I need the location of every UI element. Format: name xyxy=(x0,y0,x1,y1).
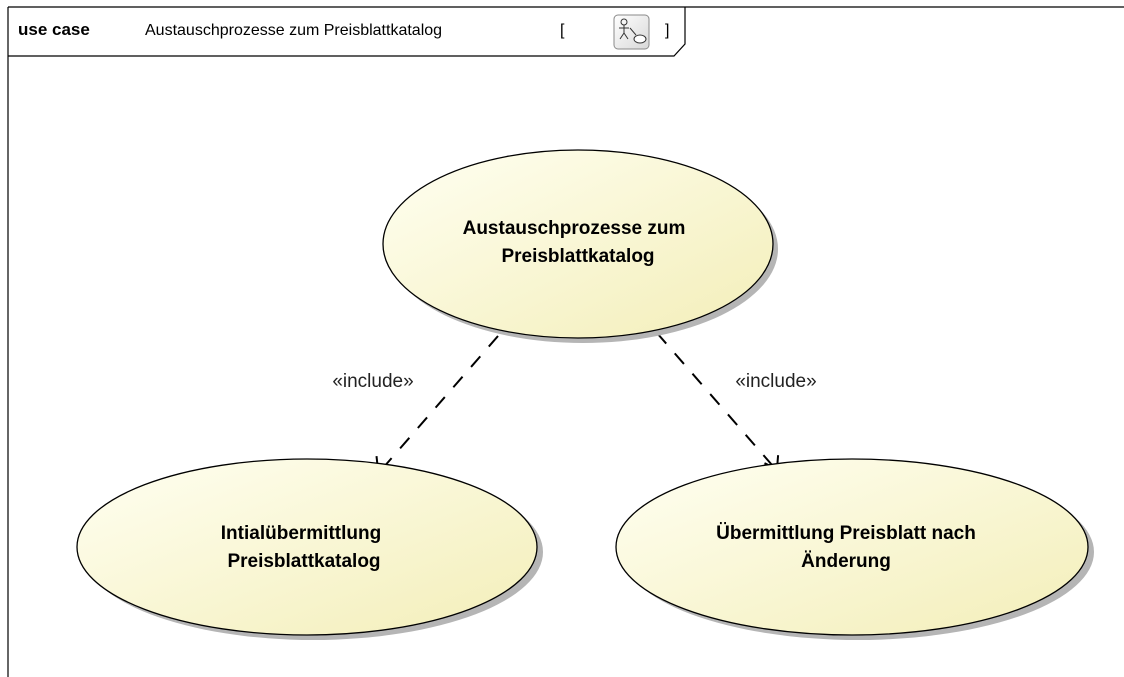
use-case-ellipse xyxy=(382,149,774,339)
use-case-label-line2: Preisblattkatalog xyxy=(227,551,380,572)
use-case-diagram-icon xyxy=(613,14,650,50)
include-stereotype-label: «include» xyxy=(332,371,413,392)
include-relation-left: «include» xyxy=(332,335,499,472)
diagram-frame: use case Austauschprozesse zum Preisblat… xyxy=(7,6,1124,677)
include-stereotype-label: «include» xyxy=(735,371,816,392)
use-case-right[interactable]: Übermittlung Preisblatt nach Änderung xyxy=(615,458,1094,640)
frame-title: Austauschprozesse zum Preisblattkatalog xyxy=(145,22,442,39)
include-relation-right: «include» xyxy=(656,332,817,471)
use-case-label-line1: Austauschprozesse zum xyxy=(463,218,686,239)
frame-bracket-close: ] xyxy=(665,22,669,39)
use-case-label-line2: Preisblattkatalog xyxy=(501,246,654,267)
frame-keyword: use case xyxy=(18,20,90,39)
frame-name-tab xyxy=(8,7,686,57)
use-case-ellipse xyxy=(76,458,538,636)
use-case-left[interactable]: Intialübermittlung Preisblattkatalog xyxy=(76,458,543,640)
frame-bracket-open: [ xyxy=(560,22,565,39)
use-case-main[interactable]: Austauschprozesse zum Preisblattkatalog xyxy=(382,149,778,343)
use-case-ellipse xyxy=(615,458,1089,636)
use-case-label-line1: Intialübermittlung xyxy=(221,523,381,544)
use-case-label-line2: Änderung xyxy=(801,551,891,572)
use-case-label-line1: Übermittlung Preisblatt nach xyxy=(716,523,976,544)
include-dashed-line xyxy=(656,332,773,466)
include-dashed-line xyxy=(382,335,499,469)
